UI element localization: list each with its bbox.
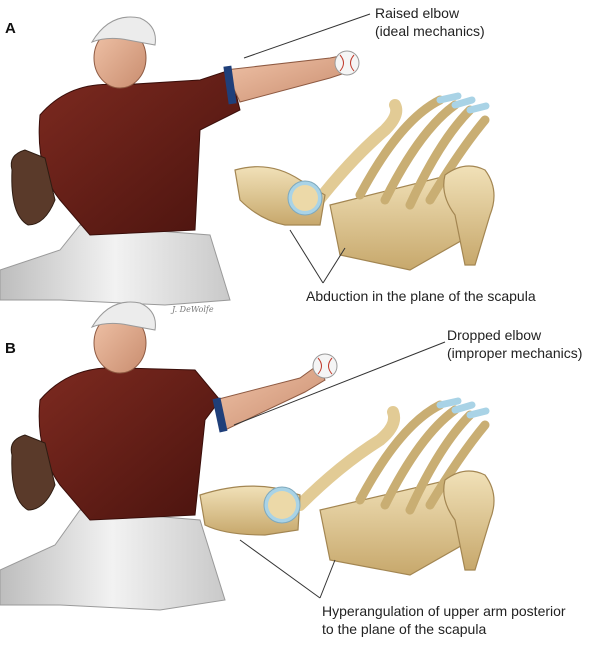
panel-a-callout-top-line1: Raised elbow (375, 5, 460, 21)
artist-signature: J. DeWolfe (172, 305, 214, 314)
panel-a-callout-bottom: Abduction in the plane of the scapula (306, 288, 536, 304)
pitcher-b-jersey (38, 367, 221, 521)
leader-b-top (233, 341, 446, 426)
pitcher-a-wristband (223, 65, 237, 105)
panel-a-callout-top-line2: (ideal mechanics) (375, 23, 485, 39)
panel-a-letter: A (5, 20, 16, 37)
clavicle-a (309, 99, 403, 211)
baseball-a (334, 50, 360, 76)
pitcher-b-pants (0, 509, 226, 611)
panel-b-callout-top-line2: (improper mechanics) (447, 345, 583, 361)
pitcher-b-wristband (212, 397, 228, 433)
pitcher-a-jersey (38, 69, 241, 236)
vertebra-a (443, 165, 495, 266)
leader-b-bottom-1 (239, 539, 321, 599)
panel-b-callout-top-line1: Dropped elbow (447, 327, 542, 343)
baseball-b (312, 353, 338, 379)
leader-a-top (243, 13, 371, 59)
leader-a-bottom-1 (289, 229, 324, 284)
pitcher-a-arm (224, 54, 349, 103)
panel-b-callout-bottom-line2: to the plane of the scapula (322, 621, 487, 637)
pitcher-a-pants (0, 224, 231, 306)
panel-b-pitcher (0, 301, 338, 611)
panel-a-pitcher (0, 16, 360, 306)
ribs-a (355, 95, 490, 210)
panel-b-letter: B (5, 340, 16, 357)
pitcher-b-glove (10, 434, 56, 511)
pitcher-a-glove (10, 149, 56, 226)
clavicle-b (294, 406, 401, 511)
leader-b-bottom-2 (319, 559, 336, 599)
panel-a-shoulder-bones (234, 92, 495, 271)
pitcher-a-cap (90, 16, 156, 46)
pitcher-b-arm (214, 364, 326, 431)
ribs-b (355, 400, 490, 515)
panel-b-shoulder-bones (199, 397, 495, 576)
pitcher-b-cap (90, 301, 156, 331)
vertebra-b (443, 470, 495, 571)
leader-a-bottom-2 (322, 247, 346, 284)
panel-b-callout-bottom-line1: Hyperangulation of upper arm posterior (322, 603, 566, 619)
